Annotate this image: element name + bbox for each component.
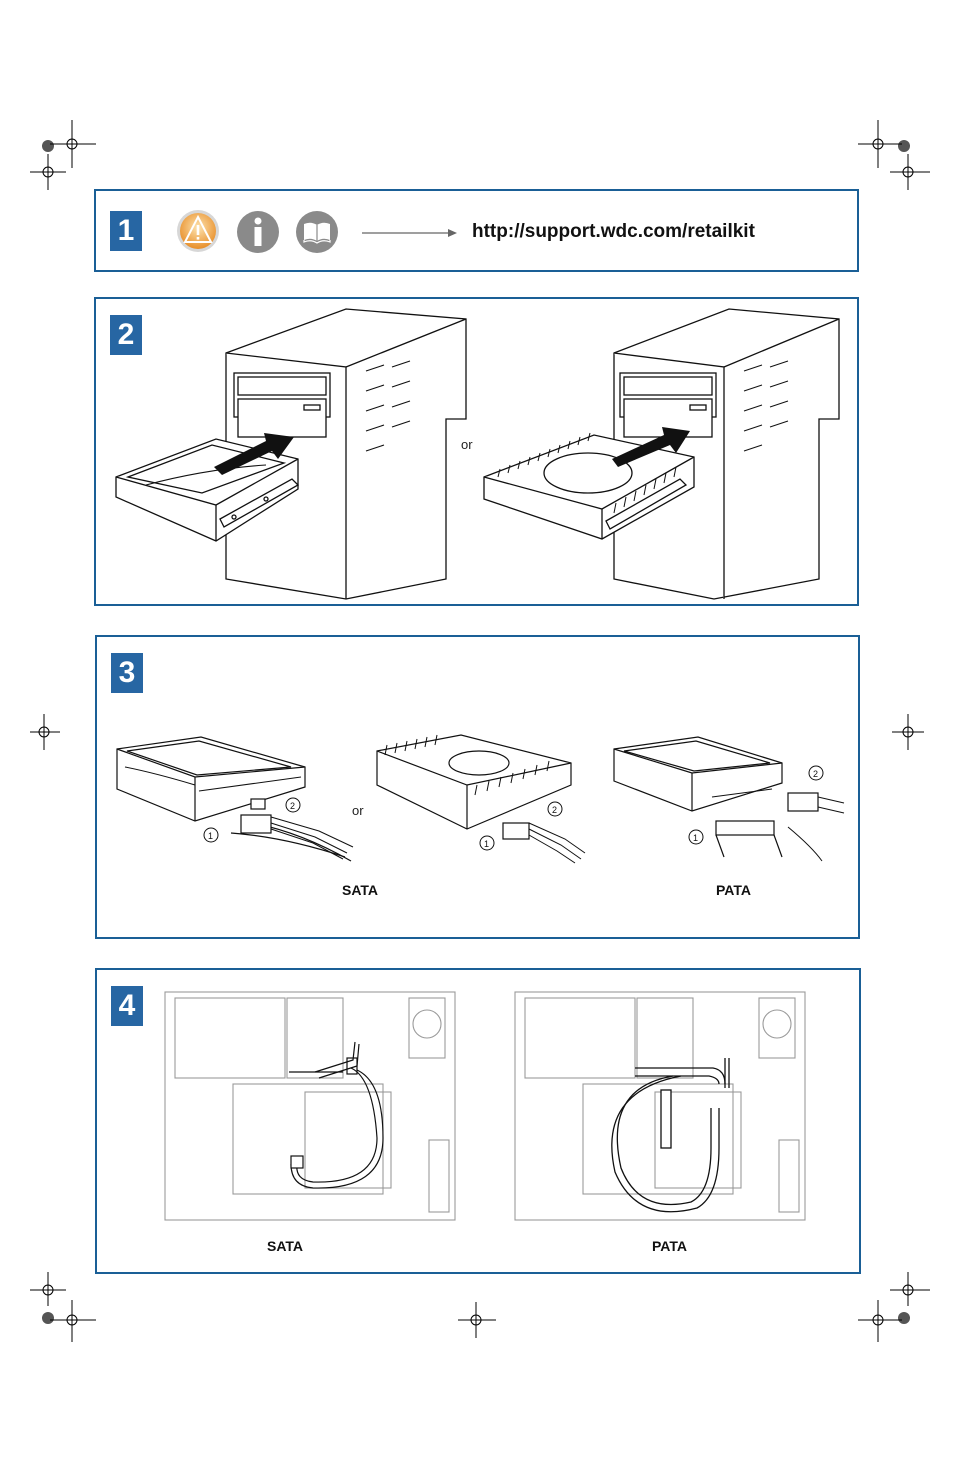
registration-mark-mid-left [30,714,60,750]
step-3-pata-label: PATA [716,882,751,898]
step-3-badge: 3 [111,653,143,693]
tower-with-enclosure-illustration [483,308,840,600]
step-4-pata-label: PATA [652,1238,687,1254]
book-icon [296,211,338,253]
step-1-badge: 1 [110,211,142,251]
step-3-sata-label: SATA [342,882,379,898]
enclosure-sata-drive-illustration: 1 2 [376,734,586,864]
step-3-panel: 3 1 2 or [95,635,860,939]
step-2-panel: 2 [94,297,859,606]
bare-sata-drive-illustration: 1 2 [116,736,354,862]
support-url-link[interactable]: http://support.wdc.com/retailkit [472,221,755,242]
step-4-panel: 4 [95,968,861,1274]
registration-mark-top-right [858,120,930,190]
step-2-badge: 2 [110,315,142,355]
svg-text:2: 2 [290,801,295,811]
registration-mark-bottom-center [458,1302,496,1338]
tower-with-bare-drive-illustration [115,308,467,600]
registration-mark-bottom-left [30,1272,96,1342]
info-icon [237,211,279,253]
step-4-sata-label: SATA [267,1238,304,1254]
step-4-badge: 4 [111,986,143,1026]
registration-mark-mid-right [892,714,924,750]
callout-1-text: 1 [208,831,213,841]
pata-open-case-illustration [514,991,806,1221]
pata-drive-illustration: 1 2 [613,736,845,862]
registration-mark-bottom-right [858,1272,930,1342]
registration-mark-top-left [30,120,96,190]
svg-text:1: 1 [484,839,489,849]
svg-text:2: 2 [552,805,557,815]
svg-text:2: 2 [813,769,818,779]
arrow-icon [362,229,457,237]
sata-open-case-illustration [164,991,456,1221]
step-1-panel: 1 http://support.wdc.com/retailkit [94,189,859,272]
svg-text:1: 1 [693,833,698,843]
step-3-or-label: or [352,803,364,818]
step-2-or-label: or [461,437,473,452]
warning-icon [177,210,219,252]
